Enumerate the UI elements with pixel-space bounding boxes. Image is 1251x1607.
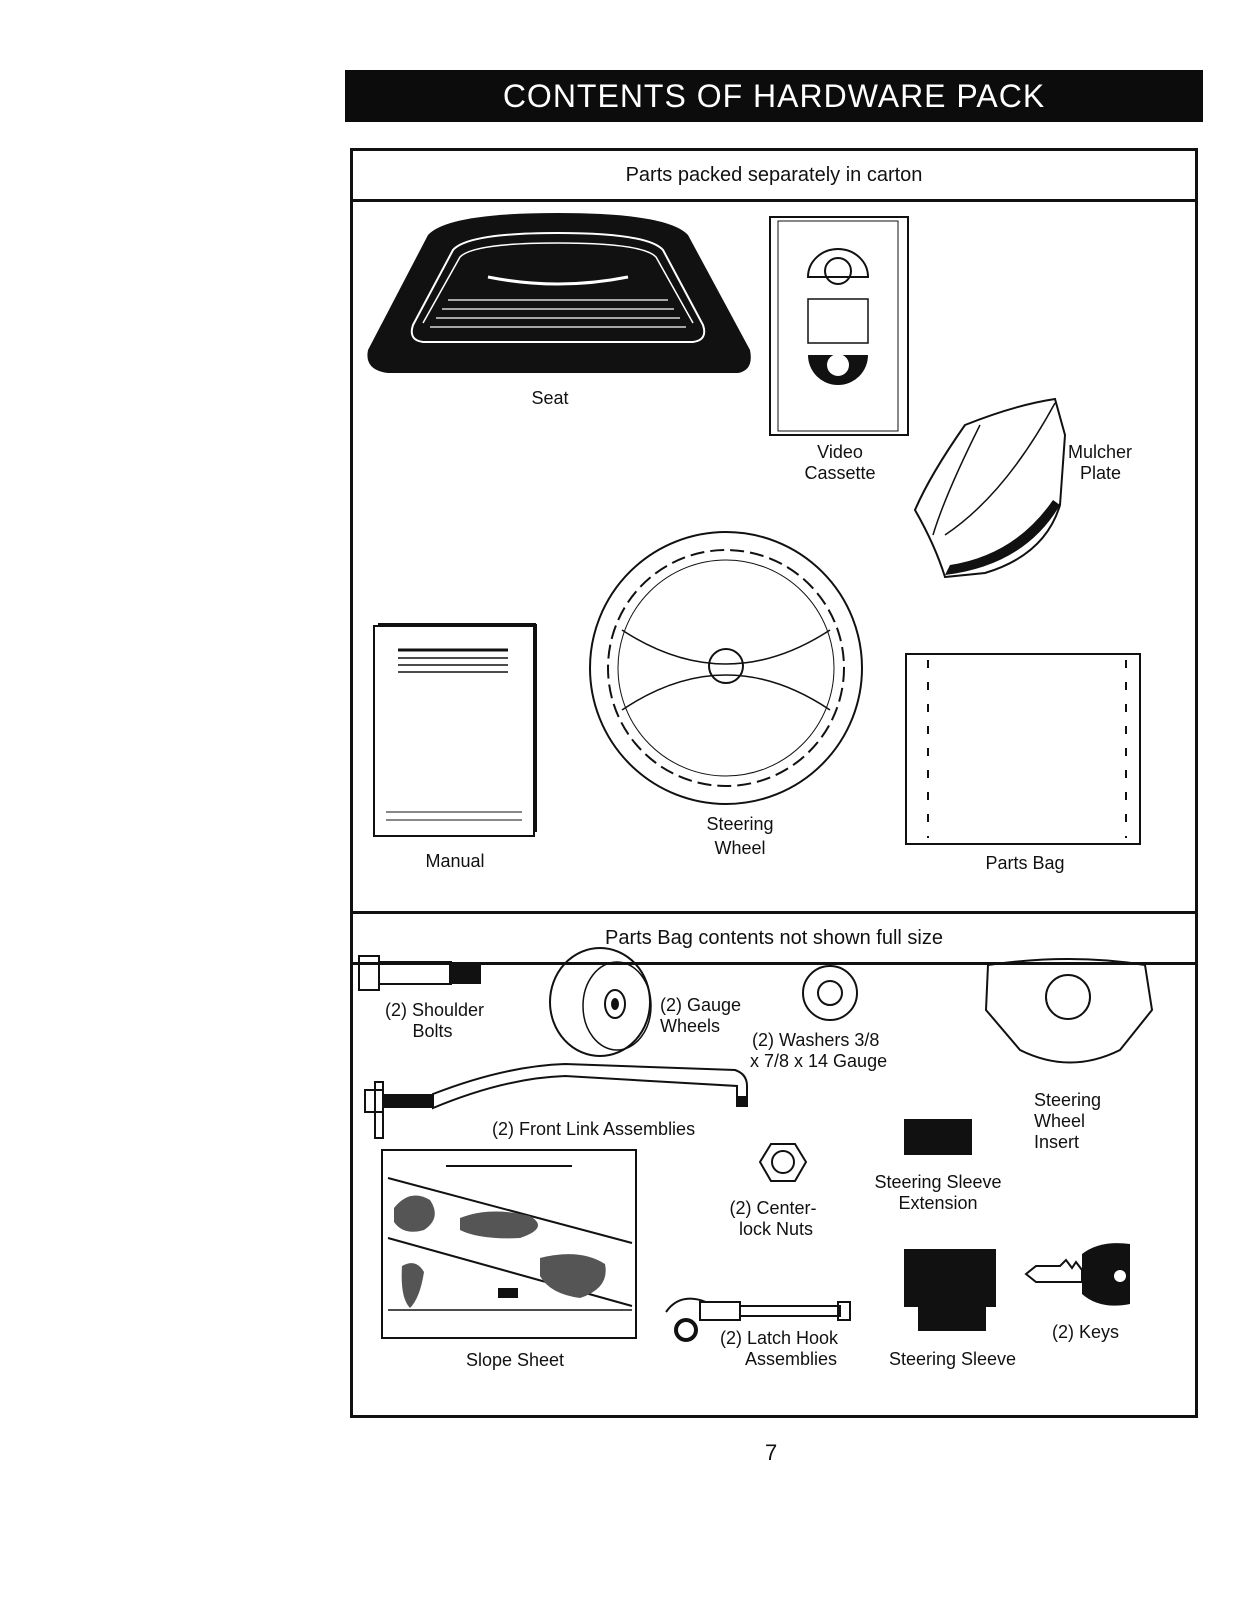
manual-label: Manual — [425, 851, 485, 871]
steering-wheel-insert-label-line1: Steering — [1034, 1090, 1102, 1110]
latch-hook-label-line1: (2) Latch Hook — [720, 1328, 839, 1348]
slope-sheet-illustration — [381, 1149, 637, 1339]
carton-section-header: Parts packed separately in carton — [353, 151, 1195, 202]
mulcher-label-line2: Plate — [1080, 463, 1122, 483]
shoulder-bolt-illustration — [358, 955, 481, 991]
keys-label: (2) Keys — [1052, 1322, 1120, 1342]
parts-bag-label: Parts Bag — [985, 853, 1065, 873]
shoulder-bolts-label-line1: (2) Shoulder — [384, 1000, 485, 1020]
center-lock-nuts-label-line2: lock Nuts — [738, 1219, 814, 1239]
gauge-wheels-label-line2: Wheels — [660, 1016, 721, 1036]
bag-section-header: Parts Bag contents not shown full size — [353, 911, 1195, 965]
seat-label: Seat — [531, 388, 569, 408]
steering-wheel-insert-label-line3: Insert — [1034, 1132, 1080, 1152]
latch-hook-label-line2: Assemblies — [745, 1349, 838, 1369]
front-link-illustration — [364, 1062, 748, 1139]
steering-wheel-insert-illustration — [984, 958, 1154, 1064]
front-link-label: (2) Front Link Assemblies — [492, 1119, 696, 1139]
key-illustration — [1024, 1243, 1130, 1306]
steering-wheel-illustration — [589, 531, 863, 805]
video-cassette-illustration — [769, 216, 909, 436]
video-label-line2: Cassette — [804, 463, 876, 483]
steering-sleeve-illustration — [904, 1249, 996, 1331]
steering-wheel-label-line1: Steering — [706, 814, 774, 834]
center-lock-nut-illustration — [758, 1143, 808, 1182]
seat-illustration — [367, 213, 751, 373]
latch-hook-illustration — [665, 1297, 851, 1342]
washers-label-line1: (2) Washers 3/8 — [752, 1030, 880, 1050]
mulcher-plate-illustration — [913, 397, 1067, 579]
slope-sheet-label: Slope Sheet — [465, 1350, 565, 1370]
hardware-pack-frame: Parts packed separately in carton Parts … — [350, 148, 1198, 1418]
steering-wheel-label-line2: Wheel — [714, 838, 766, 858]
mulcher-label-line1: Mulcher — [1068, 442, 1133, 462]
manual-illustration — [373, 623, 537, 837]
steering-sleeve-extension-illustration — [904, 1119, 972, 1155]
steering-sleeve-extension-label-line1: Steering Sleeve — [874, 1172, 1002, 1192]
gauge-wheel-illustration — [549, 947, 652, 1057]
washers-label-line2: x 7/8 x 14 Gauge — [750, 1051, 888, 1071]
video-label-line1: Video — [817, 442, 863, 462]
steering-sleeve-extension-label-line2: Extension — [898, 1193, 978, 1213]
steering-sleeve-label: Steering Sleeve — [888, 1349, 1017, 1369]
washer-illustration — [802, 965, 858, 1021]
shoulder-bolts-label-line2: Bolts — [412, 1021, 453, 1041]
center-lock-nuts-label-line1: (2) Center- — [729, 1198, 817, 1218]
gauge-wheels-label-line1: (2) Gauge — [660, 995, 742, 1015]
page-title: CONTENTS OF HARDWARE PACK — [345, 70, 1203, 122]
parts-bag-illustration — [905, 653, 1141, 845]
steering-wheel-insert-label-line2: Wheel — [1034, 1111, 1086, 1131]
page-number: 7 — [765, 1440, 778, 1465]
